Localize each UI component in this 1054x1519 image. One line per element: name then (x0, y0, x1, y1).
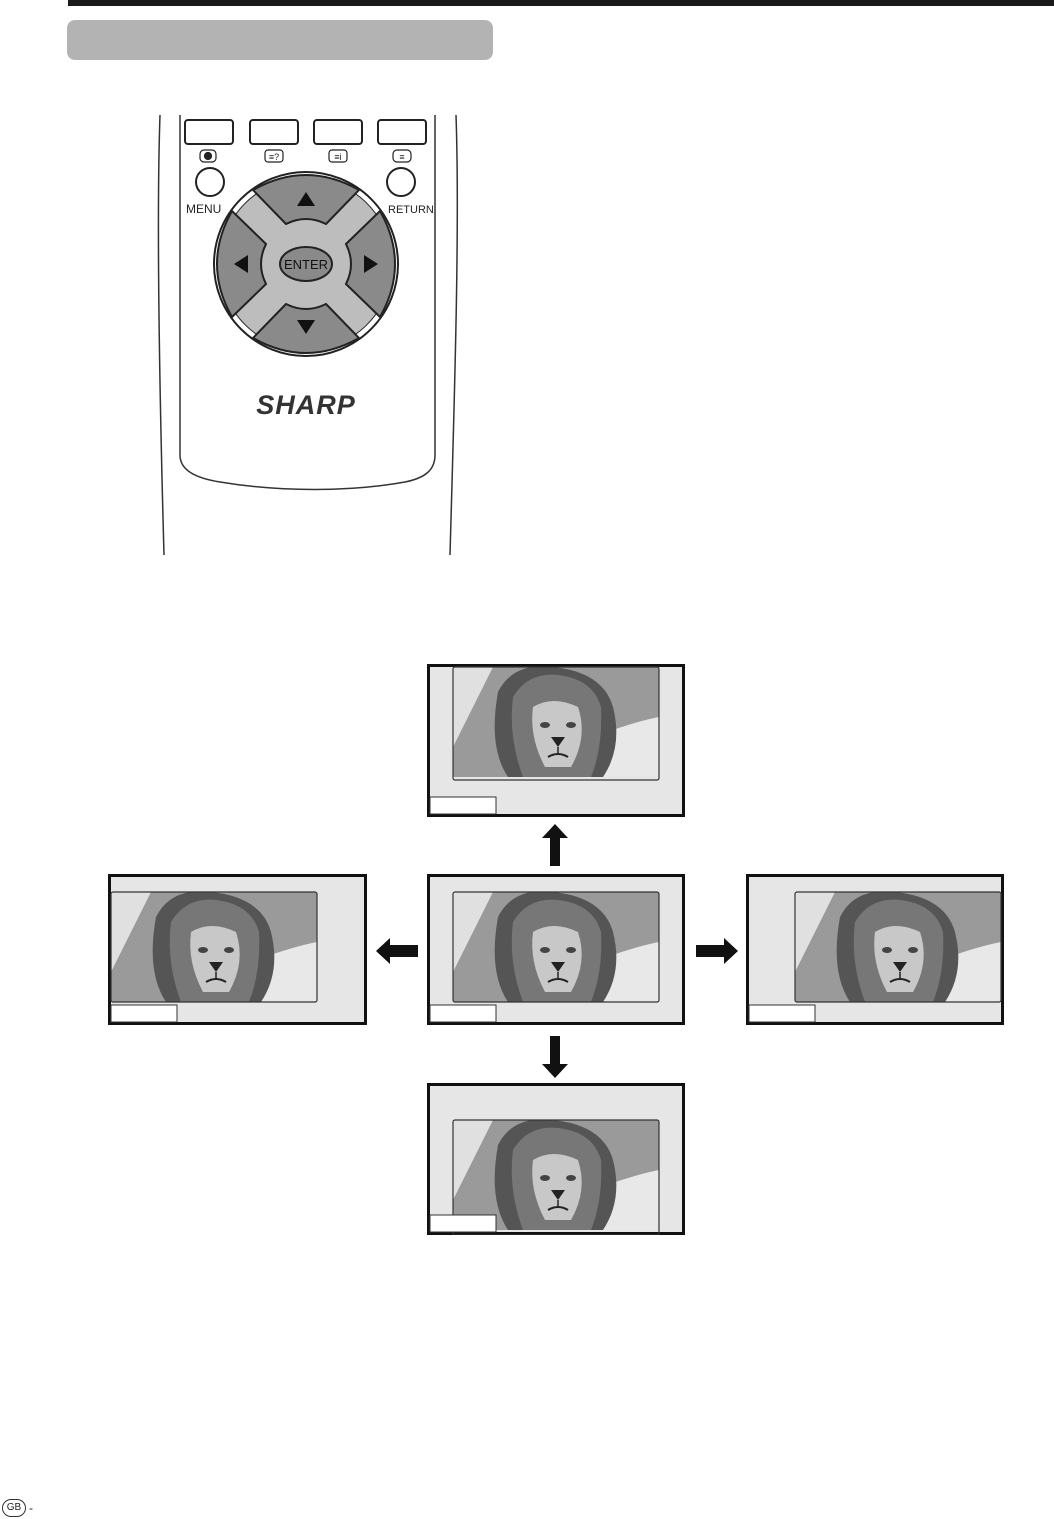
color-key-1[interactable] (185, 120, 233, 144)
menu-button[interactable] (196, 168, 224, 196)
top-rule (68, 0, 1054, 6)
return-label: RETURN (388, 204, 434, 216)
screen-left (108, 874, 367, 1025)
return-button[interactable] (387, 168, 415, 196)
svg-text:≡: ≡ (399, 152, 404, 162)
sharp-logo: SHARP (256, 390, 356, 420)
screen-up (427, 664, 685, 817)
page-footer: GB - (2, 1499, 33, 1517)
color-key-2[interactable] (250, 120, 298, 144)
arrow-right-icon (696, 937, 738, 965)
menu-label: MENU (186, 202, 221, 216)
section-title-bar (67, 20, 493, 60)
screen-down (427, 1083, 685, 1235)
arrow-left-icon (376, 937, 418, 965)
color-key-row (185, 120, 426, 144)
svg-text:≡?: ≡? (269, 152, 279, 162)
screen-right (746, 874, 1004, 1025)
arrow-down-icon (540, 1036, 570, 1078)
enter-label: ENTER (284, 257, 328, 272)
screen-center (427, 874, 685, 1025)
arrow-up-icon (540, 824, 570, 866)
svg-text:≡i: ≡i (334, 152, 341, 162)
color-key-3[interactable] (314, 120, 362, 144)
color-key-4[interactable] (378, 120, 426, 144)
region-badge: GB (2, 1499, 26, 1517)
remote-control-illustration: ≡? ≡i ≡ ENTER MENU RETURN (150, 110, 470, 560)
page-dash: - (29, 1501, 33, 1515)
